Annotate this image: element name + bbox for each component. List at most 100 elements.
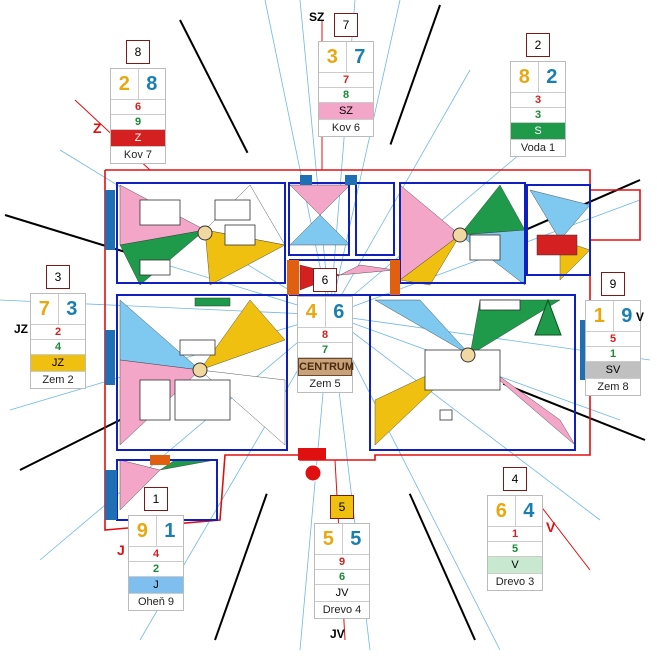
black-ray <box>408 493 476 641</box>
annual-star: 5 <box>586 332 640 347</box>
direction-band: JV <box>315 585 369 602</box>
color-wedge <box>119 459 161 511</box>
wall-block <box>150 455 170 465</box>
furniture <box>174 379 231 421</box>
blue-ray <box>329 0 401 316</box>
furniture <box>439 409 453 421</box>
room-wall <box>116 294 288 451</box>
wall-block <box>105 190 115 250</box>
room-wall <box>288 182 350 256</box>
direction-band: S <box>511 123 565 140</box>
monthly-star: 4 <box>31 340 85 355</box>
furniture <box>224 224 256 246</box>
annual-star: 2 <box>31 325 85 340</box>
annual-star: 9 <box>315 555 369 570</box>
north-label: SZ <box>309 10 325 24</box>
furniture <box>139 199 181 226</box>
fireplace <box>536 234 578 256</box>
black-ray <box>389 4 441 145</box>
element-label: Drevo 4 <box>322 604 362 616</box>
red-label-z: Z <box>93 120 102 136</box>
sector-number: 8 <box>126 40 150 64</box>
monthly-star: 7 <box>298 343 352 358</box>
direction-band: SZ <box>319 103 373 120</box>
bagua-mirror <box>197 225 213 241</box>
direction-band: CENTRUM <box>298 358 354 376</box>
color-wedge <box>339 264 396 276</box>
wall-block <box>390 260 400 295</box>
element-label: Drevo 3 <box>495 576 535 588</box>
sector-number: 7 <box>334 13 358 37</box>
mountain-star: 1 <box>593 305 605 327</box>
monthly-star: 3 <box>511 108 565 123</box>
entrance-marker <box>304 464 322 482</box>
water-star: 2 <box>537 62 566 92</box>
direction-band: SV <box>586 362 640 379</box>
direction-band: Z <box>111 130 165 147</box>
monthly-star: 5 <box>488 542 542 557</box>
direction-band: JZ <box>31 355 85 372</box>
floor-plan <box>104 169 641 531</box>
color-wedge <box>459 184 526 236</box>
monthly-star: 9 <box>111 115 165 130</box>
wall-block <box>345 175 357 185</box>
color-wedge <box>374 299 471 356</box>
bookshelf <box>194 297 231 307</box>
bagua-mirror <box>192 362 208 378</box>
monthly-star: 8 <box>319 88 373 103</box>
wall-block <box>105 330 115 385</box>
direction-band: J <box>129 577 183 594</box>
element-label: Zem 2 <box>42 374 74 386</box>
monthly-star: 6 <box>315 570 369 585</box>
sector-number: 6 <box>313 268 337 292</box>
blue-ray <box>39 314 331 561</box>
mountain-star: 8 <box>518 66 530 88</box>
element-label: Voda 1 <box>520 142 556 154</box>
annual-star: 4 <box>129 547 183 562</box>
water-star: 9 <box>612 301 641 331</box>
room-wall <box>369 294 576 451</box>
room-wall <box>116 182 286 284</box>
wall-block <box>287 260 299 295</box>
furniture <box>469 234 501 261</box>
sector-number: 3 <box>46 265 70 289</box>
wall-block <box>105 470 117 520</box>
east-edge-label: V <box>636 310 645 324</box>
element-label: Zem 5 <box>309 378 341 390</box>
outer-wall <box>104 169 641 531</box>
element-label: Kov 6 <box>331 122 361 134</box>
color-wedge <box>199 299 286 371</box>
room-wall <box>399 182 526 284</box>
annual-star: 7 <box>319 73 373 88</box>
water-star: 4 <box>514 496 543 526</box>
color-wedge <box>119 299 201 371</box>
red-label-j: J <box>117 542 125 558</box>
room-wall <box>355 182 395 256</box>
sector-number: 5 <box>330 495 354 519</box>
element-label: Oheň 9 <box>137 596 175 608</box>
black-ray <box>214 493 268 641</box>
mountain-star: 5 <box>322 528 334 550</box>
color-wedge <box>529 189 591 241</box>
sector-number: 1 <box>144 487 168 511</box>
mountain-star: 3 <box>326 46 338 68</box>
mountain-star: 7 <box>38 298 50 320</box>
water-star: 8 <box>137 69 166 99</box>
black-ray <box>179 19 249 154</box>
wall-block <box>300 175 312 185</box>
mountain-star: 9 <box>136 520 148 542</box>
water-star: 5 <box>341 524 370 554</box>
water-star: 6 <box>324 297 353 327</box>
blue-ray <box>329 314 601 521</box>
furniture <box>479 299 521 311</box>
blue-ray <box>299 0 331 316</box>
